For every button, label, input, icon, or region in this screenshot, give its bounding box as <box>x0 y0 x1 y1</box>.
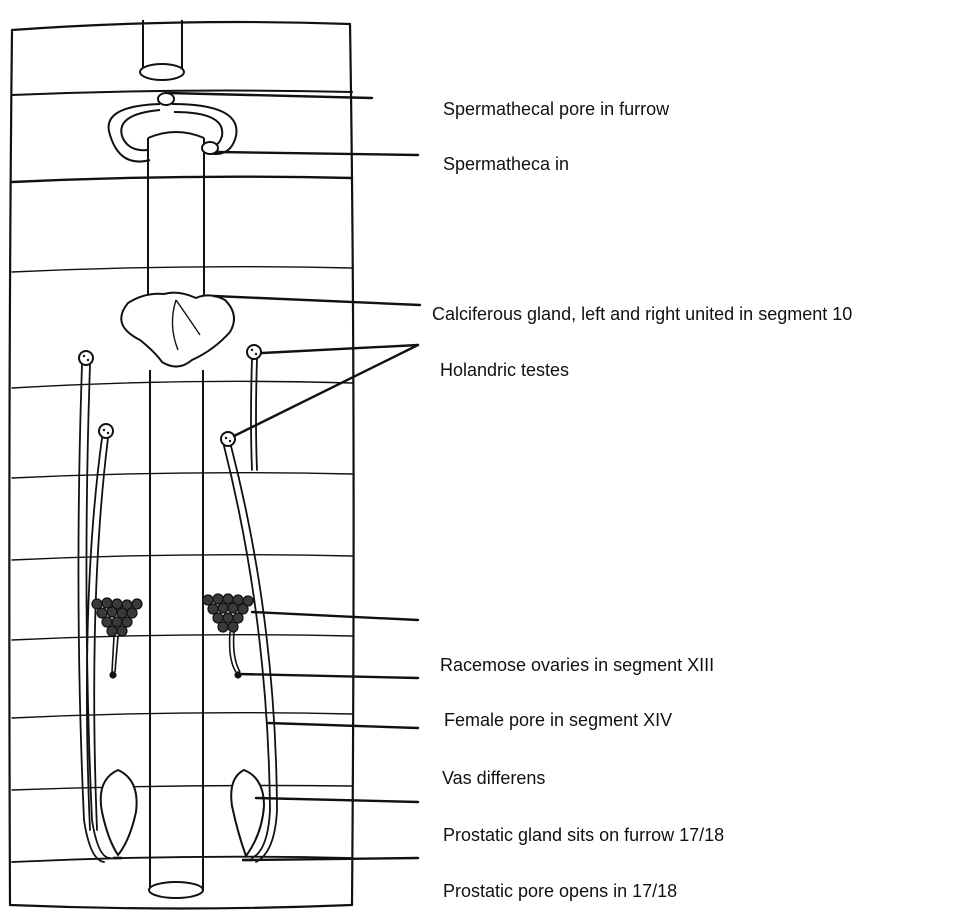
label-vas-differens: Vas differens <box>442 769 545 787</box>
label-holandric-testes: Holandric testes <box>440 361 569 379</box>
prostate-glands <box>101 770 264 860</box>
label-calciferous-gland: Calciferous gland, left and right united… <box>432 305 852 323</box>
gut <box>140 20 204 898</box>
label-spermatheca: Spermatheca in <box>443 155 569 173</box>
label-racemose-ovaries: Racemose ovaries in segment XIII <box>440 656 714 674</box>
label-prostatic-gland: Prostatic gland sits on furrow 17/18 <box>443 826 724 844</box>
calciferous-gland <box>121 293 234 367</box>
label-female-pore: Female pore in segment XIV <box>444 711 672 729</box>
leader-lines <box>168 93 420 860</box>
label-prostatic-pore: Prostatic pore opens in 17/18 <box>443 882 677 900</box>
segment-furrows <box>12 91 352 862</box>
body-outline <box>9 22 353 909</box>
label-spermathecal-pore: Spermathecal pore in furrow <box>443 100 669 118</box>
